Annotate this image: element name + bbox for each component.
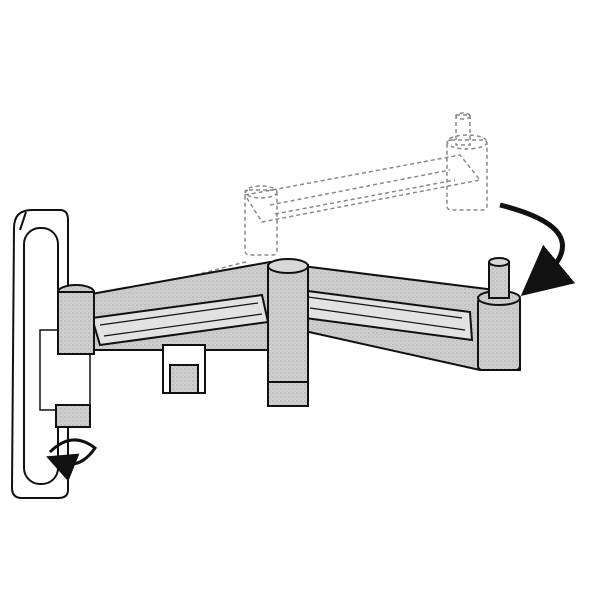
wall-plate	[10, 209, 91, 499]
swing-arrow-icon	[499, 202, 576, 297]
second-arm-segment	[267, 257, 521, 407]
first-arm-segment	[57, 260, 302, 394]
rotation-arrow-icon	[46, 438, 98, 482]
